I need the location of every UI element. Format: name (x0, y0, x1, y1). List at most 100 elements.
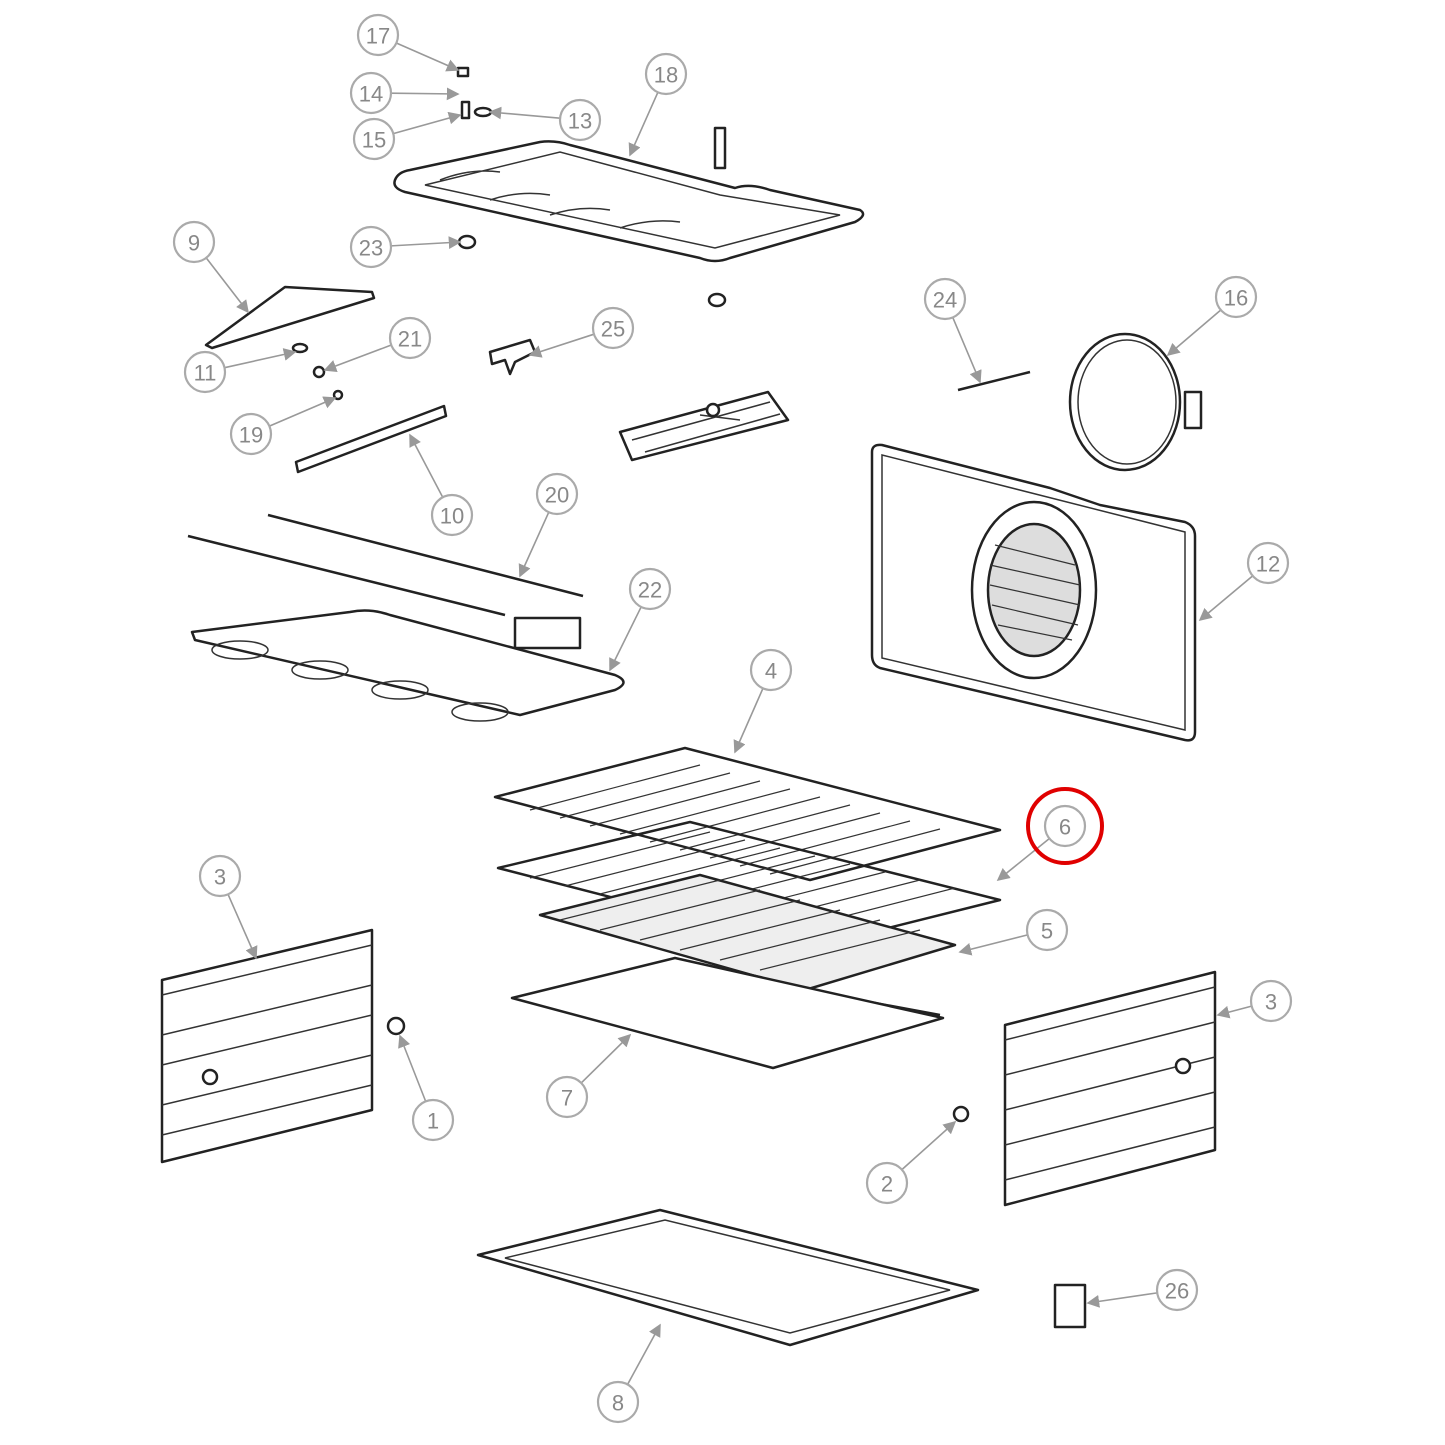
callout-circle (430, 493, 474, 537)
leader-line-2 (901, 1120, 957, 1171)
callout-number: 24 (933, 288, 957, 313)
callout-number: 20 (545, 483, 569, 508)
callout-number: 9 (188, 231, 200, 256)
callout-21: 21 (388, 316, 432, 360)
callout-circle (628, 567, 672, 611)
callout-19: 19 (229, 412, 273, 456)
part-18-top-grill-element (393, 66, 865, 308)
callout-1: 1 (411, 1098, 455, 1142)
callout-circle (1043, 804, 1087, 848)
leader-line-17 (396, 42, 460, 72)
callout-circle (229, 412, 273, 456)
callout-3: 3 (1249, 979, 1293, 1023)
part-25-bracket (488, 338, 537, 376)
leader-line-13 (488, 106, 561, 120)
callout-20: 20 (535, 472, 579, 516)
callout-circle (1214, 275, 1258, 319)
part-3-side-runner-right (1003, 970, 1217, 1207)
callout-17: 17 (356, 13, 400, 57)
leader-line-7 (580, 1033, 632, 1084)
leader-line-14 (390, 87, 460, 101)
callout-22: 22 (628, 567, 672, 611)
leader-line-15 (393, 111, 462, 135)
callout-circle (1246, 541, 1290, 585)
callout-circle (545, 1075, 589, 1119)
callout-10: 10 (430, 493, 474, 537)
callout-number: 25 (601, 317, 625, 342)
callout-circle (352, 117, 396, 161)
callout-number: 19 (239, 423, 263, 448)
callout-number: 10 (440, 504, 464, 529)
callout-number: 2 (881, 1172, 893, 1197)
callout-number: 18 (654, 63, 678, 88)
leader-line-12 (1198, 575, 1254, 622)
part-20-rods (187, 513, 584, 617)
callout-23: 23 (349, 225, 393, 269)
leader-line-9 (205, 257, 249, 314)
callout-number: 5 (1041, 919, 1053, 944)
leader-line-3 (227, 893, 258, 960)
callout-4: 4 (749, 648, 793, 692)
callout-25: 25 (591, 306, 635, 350)
leader-line-24 (952, 317, 982, 384)
callout-number: 17 (366, 24, 390, 49)
callout-number: 7 (561, 1086, 573, 1111)
part-8-enamel-tray (476, 1208, 980, 1347)
leader-line-18 (628, 91, 659, 157)
part-12-back-panel (870, 443, 1197, 742)
callout-9: 9 (172, 220, 216, 264)
callout-circle (535, 472, 579, 516)
part-16-fan-element (1068, 332, 1203, 472)
callout-circle (388, 316, 432, 360)
callout-circle (749, 648, 793, 692)
callout-number: 4 (765, 659, 777, 684)
part-1-knob (386, 1016, 406, 1036)
callout-number: 12 (1256, 552, 1280, 577)
leader-line-21 (323, 344, 392, 373)
callout-number: 15 (362, 128, 386, 153)
callout-number: 21 (398, 327, 422, 352)
highlight-ring (1026, 787, 1104, 865)
leader-line-4 (733, 687, 764, 754)
callout-circle (1155, 1268, 1199, 1312)
callout-18: 18 (644, 52, 688, 96)
callout-number: 3 (214, 865, 226, 890)
part-7-baking-sheet (510, 956, 945, 1070)
callout-number: 6 (1059, 815, 1071, 840)
leader-line-3 (1216, 1005, 1252, 1019)
callout-circle (356, 13, 400, 57)
callout-14: 14 (349, 71, 393, 115)
fan-cover (618, 390, 790, 462)
part-2-knob (952, 1105, 970, 1123)
leader-line-20 (518, 511, 550, 578)
callout-number: 14 (359, 82, 383, 107)
leader-line-6 (996, 837, 1050, 882)
callout-circle (1025, 908, 1069, 952)
part-26-switch (1053, 1283, 1087, 1329)
callout-11: 11 (183, 350, 227, 394)
callout-24: 24 (923, 277, 967, 321)
callout-circle (644, 52, 688, 96)
part-24-sensor (957, 370, 1031, 392)
callout-12: 12 (1246, 541, 1290, 585)
leader-line-11 (224, 348, 297, 369)
leader-line-1 (398, 1034, 427, 1102)
callout-circle (349, 71, 393, 115)
callout-15: 15 (352, 117, 396, 161)
leader-line-22 (609, 606, 642, 672)
callout-circle (558, 98, 602, 142)
leader-line-8 (626, 1323, 661, 1385)
leader-line-25 (528, 333, 595, 358)
callout-circle (411, 1098, 455, 1142)
callout-2: 2 (865, 1161, 909, 1205)
callout-circle (596, 1380, 640, 1424)
callout-6: 6 (1043, 804, 1087, 848)
leader-line-16 (1166, 309, 1222, 357)
leader-line-23 (390, 236, 462, 250)
callout-circle (172, 220, 216, 264)
part-3-side-runner-left (160, 928, 374, 1164)
leader-line-5 (958, 934, 1028, 956)
callout-13: 13 (558, 98, 602, 142)
